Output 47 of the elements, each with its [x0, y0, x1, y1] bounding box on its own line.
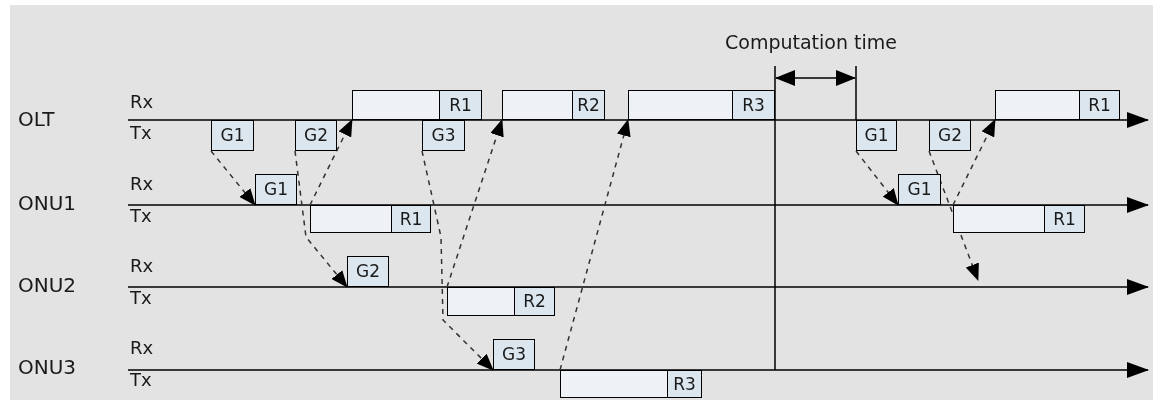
dashed-arrow	[309, 119, 353, 206]
row-label: ONU2	[18, 273, 77, 298]
burst-label: R1	[1079, 91, 1119, 119]
row-label: Rx	[130, 255, 154, 278]
burst-box	[352, 90, 482, 120]
grant-box: G3	[422, 120, 465, 151]
row-label: OLT	[18, 107, 55, 132]
burst-label: R3	[732, 91, 774, 119]
row-label: ONU3	[18, 355, 77, 380]
burst-label: R1	[391, 206, 430, 232]
burst-box	[560, 370, 702, 398]
row-label: Tx	[130, 122, 152, 145]
grant-box: G2	[347, 256, 389, 287]
burst-box	[995, 90, 1120, 120]
row-label: Rx	[130, 337, 154, 360]
dashed-arrow	[559, 119, 631, 371]
burst-box	[447, 287, 555, 316]
grant-box: G3	[493, 339, 535, 370]
dashed-arrow	[210, 150, 256, 206]
burst-label: R2	[514, 288, 554, 315]
burst-box	[502, 90, 605, 120]
grant-box: G2	[295, 120, 337, 151]
burst-box	[628, 90, 775, 120]
dashed-arrow	[855, 150, 899, 206]
burst-label: R2	[572, 91, 604, 119]
grant-box: G1	[898, 174, 941, 205]
dashed-arrow	[952, 119, 996, 206]
dashed-arrow	[421, 150, 494, 371]
row-label: Tx	[130, 205, 152, 228]
burst-label: R3	[667, 371, 701, 397]
burst-box	[953, 205, 1085, 233]
row-label: Tx	[130, 369, 152, 392]
burst-label: R1	[439, 91, 481, 119]
grant-box: G1	[856, 120, 897, 151]
dashed-arrow	[294, 150, 348, 288]
burst-box	[310, 205, 431, 233]
grant-box: G2	[929, 120, 971, 151]
row-label: Tx	[130, 287, 152, 310]
burst-label: R1	[1044, 206, 1084, 232]
row-label: Rx	[130, 173, 154, 196]
grant-box: G1	[255, 174, 297, 205]
dimension-label: Computation time	[725, 31, 897, 55]
grant-box: G1	[211, 120, 254, 151]
row-label: ONU1	[18, 191, 77, 216]
row-label: Rx	[130, 91, 154, 114]
dashed-arrow	[928, 150, 979, 281]
dashed-arrow	[446, 119, 504, 288]
